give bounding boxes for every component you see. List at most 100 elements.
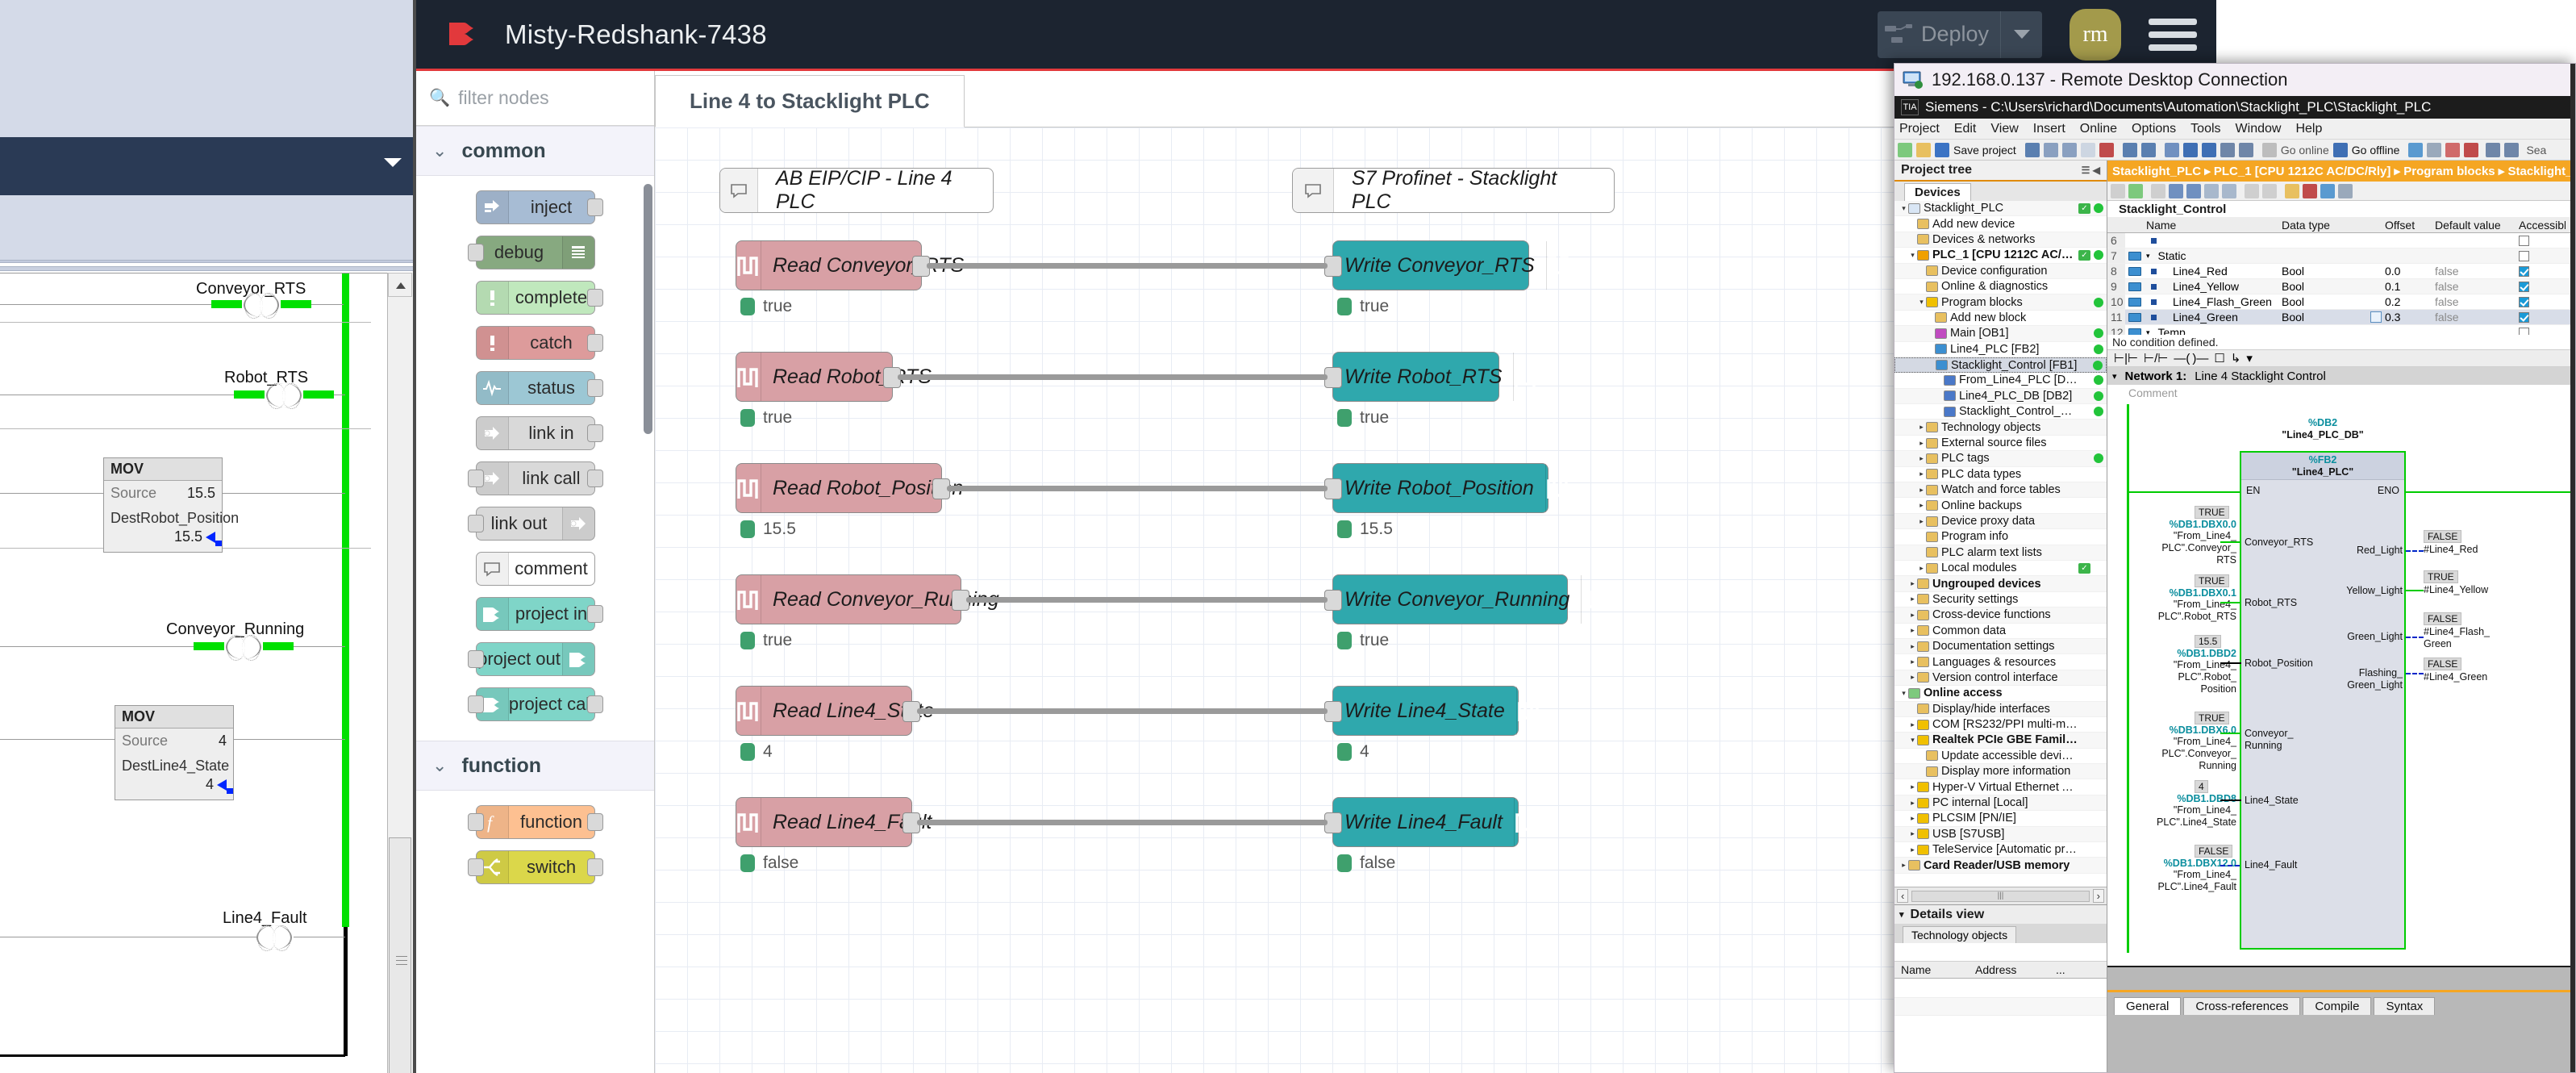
project-tree-tab-devices[interactable]: Devices [1894,182,2107,201]
menu-project[interactable]: Project [1899,121,1940,136]
tree-item-update-accessible-devices[interactable]: Update accessible devices [1894,749,2107,765]
flow-node-write[interactable]: Write Line4_Fault [1324,797,1536,847]
chevron-right-icon[interactable]: ▸ [1919,485,1924,494]
variable-accessible-checkbox[interactable] [2516,281,2566,292]
chevron-down-icon[interactable]: ▾ [1902,688,1906,697]
chevron-right-icon[interactable]: ▸ [1911,845,1915,854]
node-output-port[interactable] [586,334,603,352]
tree-item-security-settings[interactable]: ▸Security settings [1894,592,2107,608]
inspector-tab-general[interactable]: General [2114,997,2182,1015]
view-icon[interactable] [2151,183,2165,198]
deploy-dropdown-button[interactable] [2000,10,2042,58]
chevron-right-icon[interactable]: ▸ [1919,453,1924,462]
tree-item-version-control-interface[interactable]: ▸Version control interface [1894,670,2107,687]
rslogix-selected-bar[interactable] [0,137,413,195]
project-tree-hscrollbar[interactable]: ‹ ||| › [1894,887,2107,904]
palette-node-debug[interactable]: debug [467,236,595,269]
ladder-vertical-scrollbar[interactable] [387,273,413,1073]
expand-icon[interactable] [2222,183,2236,198]
tree-item-stacklight-control-fb1[interactable]: Stacklight_Control [FB1] [1894,357,2107,374]
details-view-header[interactable]: ▾ Details view [1894,904,2107,924]
variable-default-value[interactable]: false [2435,295,2459,308]
variable-default-value[interactable]: false [2435,280,2459,293]
node-output-port[interactable] [586,198,603,216]
variable-accessible-checkbox[interactable] [2516,250,2566,261]
tree-item-line4-plc-fb2[interactable]: Line4_PLC [FB2] [1894,342,2107,357]
hamburger-menu-icon[interactable] [2149,12,2197,57]
technology-objects-tab[interactable]: Technology objects [1903,926,2017,943]
palette-node-link-out[interactable]: link out [467,507,595,541]
flow-node-write[interactable]: Write Conveyor_RTS [1324,240,1569,290]
filter-icon[interactable] [2338,183,2353,198]
palette-node-project-call[interactable]: project call [467,687,603,721]
save-project-label[interactable]: Save project [1953,143,2016,157]
stop-icon[interactable] [2445,142,2461,157]
tree-item-com-rs232-ppi-multi-master-c[interactable]: ▸COM [RS232/PPI multi-master c... [1894,717,2107,733]
tree-item-usb-s7usb[interactable]: ▸USB [S7USB] [1894,826,2107,843]
palette-node-link-in[interactable]: link in [475,416,603,450]
start-sim-icon[interactable] [2220,142,2235,157]
ladder-coil[interactable] [226,635,261,661]
flow-node-read[interactable]: Read Conveyor_RTS [736,240,964,290]
chevron-right-icon[interactable]: ▸ [1919,516,1924,525]
inspector-tab-compile[interactable]: Compile [2303,997,2372,1015]
save-icon[interactable] [1935,142,1949,157]
open-project-icon[interactable] [1916,142,1931,157]
tree-item-ungrouped-devices[interactable]: ▸Ungrouped devices [1894,576,2107,592]
node-input-port[interactable] [467,695,484,713]
pin-panel-icon[interactable]: ☰ ◀ [2081,165,2100,176]
tree-item-device-configuration[interactable]: Device configuration [1894,263,2107,279]
flow-wire[interactable] [927,263,1328,269]
variable-data-type[interactable]: Bool [2278,311,2382,324]
variable-name[interactable]: ▾Static [2146,249,2186,262]
split-vertical-icon[interactable] [2504,142,2520,157]
variable-default-value[interactable]: false [2435,265,2459,278]
ladder-mov-block[interactable]: MOV Source 15.5 Dest Robot_Position 15.5 [103,457,239,553]
tab-line4-to-stacklight-plc[interactable]: Line 4 to Stacklight PLC [655,75,965,127]
chevron-right-icon[interactable]: ▸ [1911,579,1915,588]
variable-data-type[interactable]: Bool [2282,295,2305,308]
menu-edit[interactable]: Edit [1953,121,1977,136]
filter-nodes-input[interactable]: 🔍 filter nodes [416,71,654,126]
node-output-port[interactable] [586,813,603,831]
comment-node[interactable]: S7 Profinet - Stacklight PLC [1292,167,1615,213]
tree-item-devices-networks[interactable]: Devices & networks [1894,232,2107,248]
node-input-port[interactable] [467,813,484,831]
node-input-port[interactable] [467,858,484,876]
tree-item-cross-device-functions[interactable]: ▸Cross-device functions [1894,607,2107,624]
comment-node[interactable]: AB EIP/CIP - Line 4 PLC [719,167,994,213]
monitor-icon[interactable] [2427,142,2442,157]
cut-icon[interactable] [2043,142,2058,157]
tree-item-documentation-settings[interactable]: ▸Documentation settings [1894,638,2107,655]
menu-tools[interactable]: Tools [2190,121,2221,136]
tree-item-hyper-v-virtual-ethernet-adapter[interactable]: ▸Hyper-V Virtual Ethernet Adapter [1894,779,2107,795]
flow-node-read[interactable]: Read Robot_Position [736,463,963,513]
goto-icon[interactable] [2320,183,2335,198]
network-view-icon[interactable] [2169,183,2183,198]
chevron-right-icon[interactable]: ▸ [1911,610,1915,619]
tree-item-program-info[interactable]: Program info [1894,529,2107,545]
split-horizontal-icon[interactable] [2486,142,2501,157]
variable-name[interactable]: Line4_Green [2143,311,2278,324]
tree-item-languages-resources[interactable]: ▸Languages & resources [1894,654,2107,670]
chevron-right-icon[interactable]: ▸ [1911,783,1915,791]
palette-node-complete[interactable]: complete [475,281,603,315]
collapse-icon[interactable] [2204,183,2219,198]
tree-item-display-more-information[interactable]: Display more information [1894,764,2107,780]
variable-name[interactable]: Line4_Flash_Green [2143,295,2278,308]
menu-options[interactable]: Options [2132,121,2177,136]
absolute-symbolic-icon[interactable] [2186,183,2201,198]
menu-help[interactable]: Help [2295,121,2323,136]
tree-item-display-hide-interfaces[interactable]: Display/hide interfaces [1894,701,2107,717]
menu-online[interactable]: Online [2079,121,2118,136]
rdp-titlebar[interactable]: 192.168.0.137 - Remote Desktop Connectio… [1894,64,2575,96]
branch-icon[interactable]: ↳ [2230,352,2241,365]
zoom-out-icon[interactable] [2245,183,2259,198]
chevron-right-icon[interactable]: ▸ [1911,673,1915,682]
node-input-port[interactable] [467,244,484,261]
flow-node-write[interactable]: Write Robot_RTS [1324,352,1536,402]
palette-node-catch[interactable]: catch [475,326,603,360]
avatar[interactable]: rm [2070,8,2121,61]
